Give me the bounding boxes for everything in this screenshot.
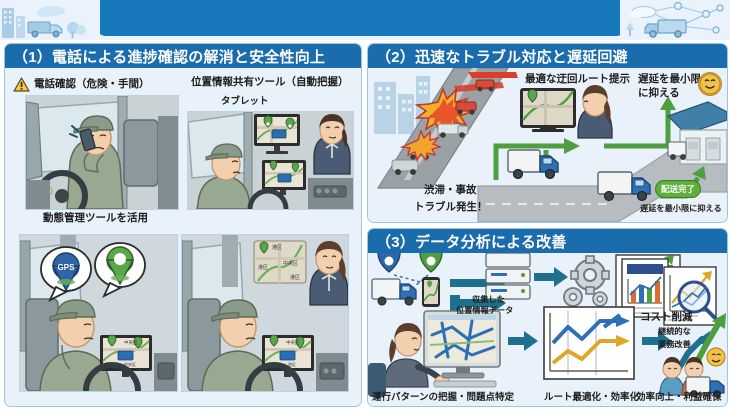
map-pin-icon (263, 115, 273, 128)
map-label-minato: 港区 (290, 274, 300, 281)
tree-icon (626, 22, 634, 36)
location-tool-label: 位置情報共有ツール（自動把握） (191, 76, 349, 88)
panel-3-title: （3）データ分析による改善 (376, 233, 567, 251)
truck-icon (644, 19, 687, 38)
flow-arrow-teal (642, 331, 672, 351)
arrive-arrow-head (692, 166, 706, 180)
panel-2-title: （2）迅速なトラブル対応と遅延回避 (376, 48, 628, 66)
gears-icon (563, 255, 610, 307)
flow-arrow-teal (508, 331, 538, 351)
continuous-improvement-l2: 業務改善 (658, 340, 691, 349)
fleet-tool-label: 動態管理ツールを活用 (43, 212, 148, 224)
map-pin-icon (107, 334, 117, 347)
detour-route-label: 最適な迂回ルート提示 (525, 73, 630, 85)
tablet-label: タブレット (221, 96, 269, 107)
cost-reduction-label: コスト削減 (640, 311, 693, 323)
trouble-label-l2: トラブル発生！ (414, 201, 488, 213)
panel-1-title: （1）電話による進捗確認の解消と安全性向上 (13, 48, 326, 66)
network-nodes-icon (673, 1, 724, 34)
panel-1-header: （1）電話による進捗確認の解消と安全性向上 (5, 44, 361, 68)
location-tool-illustration (187, 111, 354, 210)
panel-progress-confirmation: （1）電話による進捗確認の解消と安全性向上 電話確認（危険・手間） 位置情報共有… (4, 43, 362, 407)
trouble-scene-illustration (368, 68, 727, 222)
magnifier-icon (677, 280, 719, 322)
map-label-minato: 港区 (288, 361, 296, 367)
map-pin-icon (291, 162, 300, 173)
flow-arrow-teal (534, 267, 568, 287)
map-label-chuo: 中央区 (124, 339, 138, 346)
trouble-label-l1: 渋滞・事故 (424, 184, 477, 196)
truck-detour-icon (507, 149, 559, 180)
top-banner (0, 0, 730, 40)
top-banner-bar (96, 0, 626, 36)
truck-icon (27, 21, 63, 38)
map-pin-icon (259, 241, 269, 254)
map-pin-icon (269, 334, 279, 347)
detour-arrow-head (564, 138, 580, 154)
tree-icon (67, 22, 86, 38)
route-optimization-label: ルート最適化・効率化 (544, 392, 640, 403)
warning-icon (13, 77, 30, 92)
operator-person (577, 85, 613, 139)
truck-arriving-icon (597, 171, 651, 202)
continuous-improvement-l1: 継続的な (658, 327, 691, 336)
map-label-chuo: 中央区 (286, 339, 300, 346)
smiley-icon (706, 347, 726, 367)
minimize-delay-label-l2: に抑える (638, 87, 680, 99)
map-label-minato: 港区 (272, 244, 282, 251)
secondary-explosion-icon (399, 129, 443, 162)
smartphone-icon (422, 277, 440, 307)
map-label-minato: 港区 (258, 264, 268, 271)
map-label-chuo: 中央区 (124, 361, 136, 367)
map-card: 港区 中央区 港区 港区 (253, 240, 307, 284)
operation-pattern-label: 運行パターンの把握・問題点特定 (372, 392, 515, 403)
route-optimize-chart (543, 306, 635, 380)
panel-1-body: 電話確認（危険・手間） 位置情報共有ツール（自動把握） タブレット (5, 68, 361, 406)
map-pin-icon (285, 117, 295, 130)
panel-3-header: （3）データ分析による改善 (368, 229, 727, 253)
efficiency-profit-label: 効率向上・利益確保 (636, 392, 722, 403)
header-right-decoration (620, 0, 730, 40)
header-left-decoration (0, 0, 100, 40)
panel-trouble-response: （2）迅速なトラブル対応と遅延回避 (367, 43, 728, 223)
map-pin-icon (527, 89, 538, 103)
svg-text:GPS: GPS (58, 263, 76, 272)
panel-2-body: 最適な迂回ルート提示 遅延を最小限 に抑える 渋滞・事故 トラブル発生！ 配送完… (368, 68, 727, 222)
detour-arrow-head (660, 96, 676, 110)
map-pin-icon (269, 160, 278, 171)
minimize-delay-bottom-label: 遅延を最小限に抑える (640, 204, 722, 213)
city-buildings-icon (2, 8, 25, 38)
speech-bubble-gps: GPS (40, 246, 92, 302)
gps-pin-icon (377, 253, 401, 273)
collected-data-label-l2: 位置情報データ (456, 306, 514, 315)
map-monitor (423, 310, 501, 388)
driver-phone-illustration (25, 95, 179, 210)
analysis-bottom-row (368, 306, 726, 397)
server-icon (485, 253, 531, 300)
panel-data-analysis: （3）データ分析による改善 (367, 228, 728, 407)
map-pin-icon (133, 336, 143, 349)
gps-pin-icon (419, 253, 443, 273)
map-label-chuo: 中央区 (283, 260, 298, 267)
panel-2-header: （2）迅速なトラブル対応と遅延回避 (368, 44, 727, 68)
driver-gps-illustration: GPS (19, 234, 178, 392)
driver-staff-illustration: 港区 中央区 港区 港区 (181, 234, 349, 392)
speech-bubble-pin (94, 242, 146, 298)
operator-monitor-illustration (520, 88, 576, 132)
truck-at-warehouse-icon (667, 141, 687, 160)
smiley-icon (698, 72, 722, 96)
phone-check-label: 電話確認（危険・手間） (34, 78, 150, 90)
collected-data-label-l1: 収集した (472, 295, 505, 304)
panel-3-body: 収集した 位置情報データ コスト削減 継続的な 業務改善 運行パターンの把握・問… (368, 253, 727, 406)
cloud-icon (37, 6, 65, 17)
analyst-person (368, 323, 450, 397)
delivered-badge: 配送完了 (655, 180, 702, 198)
truck-icon (685, 376, 725, 397)
map-pin-icon (295, 336, 305, 349)
cloud-icon (630, 6, 657, 18)
minimize-delay-label-l1: 遅延を最小限 (638, 73, 701, 85)
truck-icon (371, 278, 417, 306)
